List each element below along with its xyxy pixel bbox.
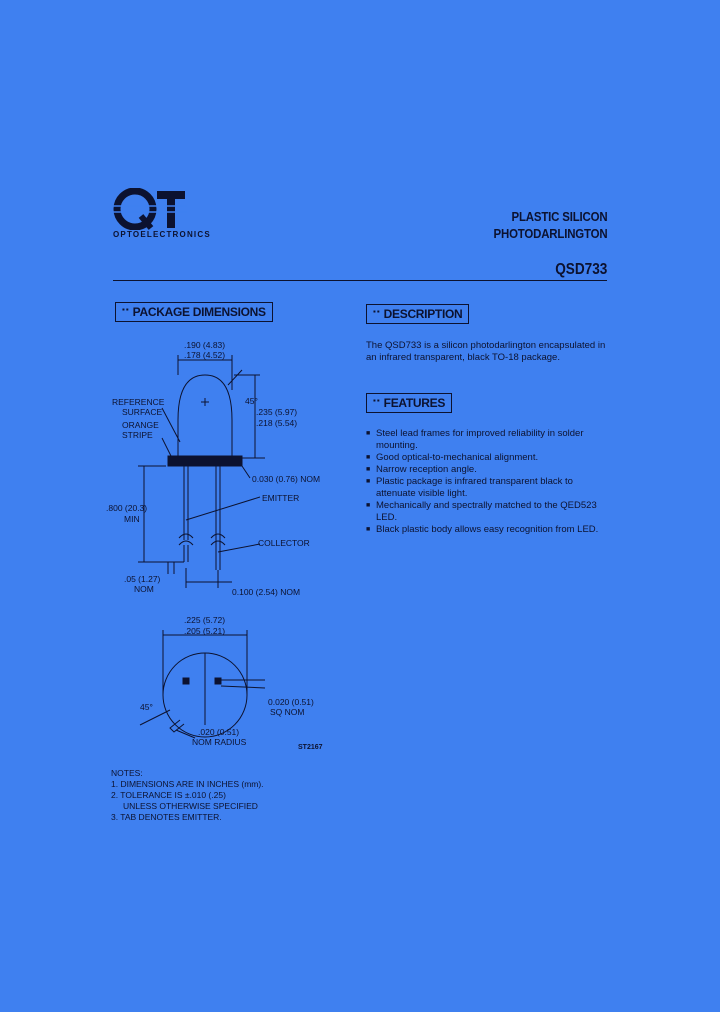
drawing-code: ST2167 xyxy=(298,744,323,751)
dimension-label: .235 (5.97) xyxy=(256,407,298,417)
company-logo xyxy=(113,188,187,230)
list-item: Narrow reception angle. xyxy=(366,464,611,476)
notes: NOTES: 1. DIMENSIONS ARE IN INCHES (mm).… xyxy=(111,768,264,823)
part-number: QSD733 xyxy=(554,261,607,278)
title-line-1: PLASTIC SILICON xyxy=(511,209,607,224)
note-item: 1. DIMENSIONS ARE IN INCHES (mm). xyxy=(111,779,264,789)
list-item: Black plastic body allows easy recogniti… xyxy=(366,524,611,536)
angle-label: 45° xyxy=(140,702,153,712)
dimension-label: SQ NOM xyxy=(270,707,305,717)
features-list: Steel lead frames for improved reliabili… xyxy=(366,428,611,536)
notes-title: NOTES: xyxy=(111,768,143,778)
dimension-label: .05 (1.27) xyxy=(124,574,161,584)
heading-mark-icon: ▪▪ xyxy=(373,307,381,316)
dimension-label: MIN xyxy=(124,514,140,524)
list-item: Good optical-to-mechanical alignment. xyxy=(366,452,611,464)
dimension-label: NOM RADIUS xyxy=(192,737,247,747)
list-item: Mechanically and spectrally matched to t… xyxy=(366,500,611,524)
title-line-2: PHOTODARLINGTON xyxy=(493,226,607,241)
description-heading: ▪▪DESCRIPTION xyxy=(366,304,470,324)
heading-mark-icon: ▪▪ xyxy=(373,396,381,405)
dimension-label: 0.030 (0.76) NOM xyxy=(252,474,321,484)
dimension-label: .800 (20.3) xyxy=(106,503,148,513)
dimension-label: .178 (4.52) xyxy=(184,350,226,360)
list-item: Plastic package is infrared transparent … xyxy=(366,476,611,500)
dimension-label: .218 (5.54) xyxy=(256,418,298,428)
lens-body-outline xyxy=(177,374,233,458)
logo-subtitle: OPTOELECTRONICS xyxy=(113,230,211,239)
dimension-label: 0.100 (2.54) NOM xyxy=(232,587,301,597)
dimension-label: .225 (5.72) xyxy=(184,615,226,625)
reference-surface-label: REFERENCE SURFACE xyxy=(112,397,165,417)
list-item: Steel lead frames for improved reliabili… xyxy=(366,428,611,452)
heading-mark-icon: ▪▪ xyxy=(122,305,130,314)
emitter-label: EMITTER xyxy=(262,493,300,503)
header-rule xyxy=(113,280,607,281)
features-heading: ▪▪FEATURES xyxy=(366,393,453,413)
package-dimensions-heading: ▪▪PACKAGE DIMENSIONS xyxy=(115,302,273,322)
description-text: The QSD733 is a silicon photodarlington … xyxy=(366,340,606,363)
orange-stripe-label: ORANGE STRIPE xyxy=(122,420,159,440)
package-drawing xyxy=(138,355,266,739)
note-item: UNLESS OTHERWISE SPECIFIED xyxy=(123,801,258,811)
dimension-label: .190 (4.83) xyxy=(184,340,226,350)
page-title: PLASTIC SILICON PHOTODARLINGTON xyxy=(493,208,607,242)
collector-label: COLLECTOR xyxy=(258,538,310,548)
note-item: 3. TAB DENOTES EMITTER. xyxy=(111,812,222,822)
dimension-label: 0.020 (0.51) xyxy=(268,697,314,707)
angle-label: 45° xyxy=(245,396,258,406)
note-item: 2. TOLERANCE IS ±.010 (.25) xyxy=(111,790,226,800)
dimension-label: .205 (5.21) xyxy=(184,626,226,636)
dimension-label: .020 (0.51) xyxy=(198,727,240,737)
dimension-label: NOM xyxy=(134,584,154,594)
flange xyxy=(167,455,243,467)
